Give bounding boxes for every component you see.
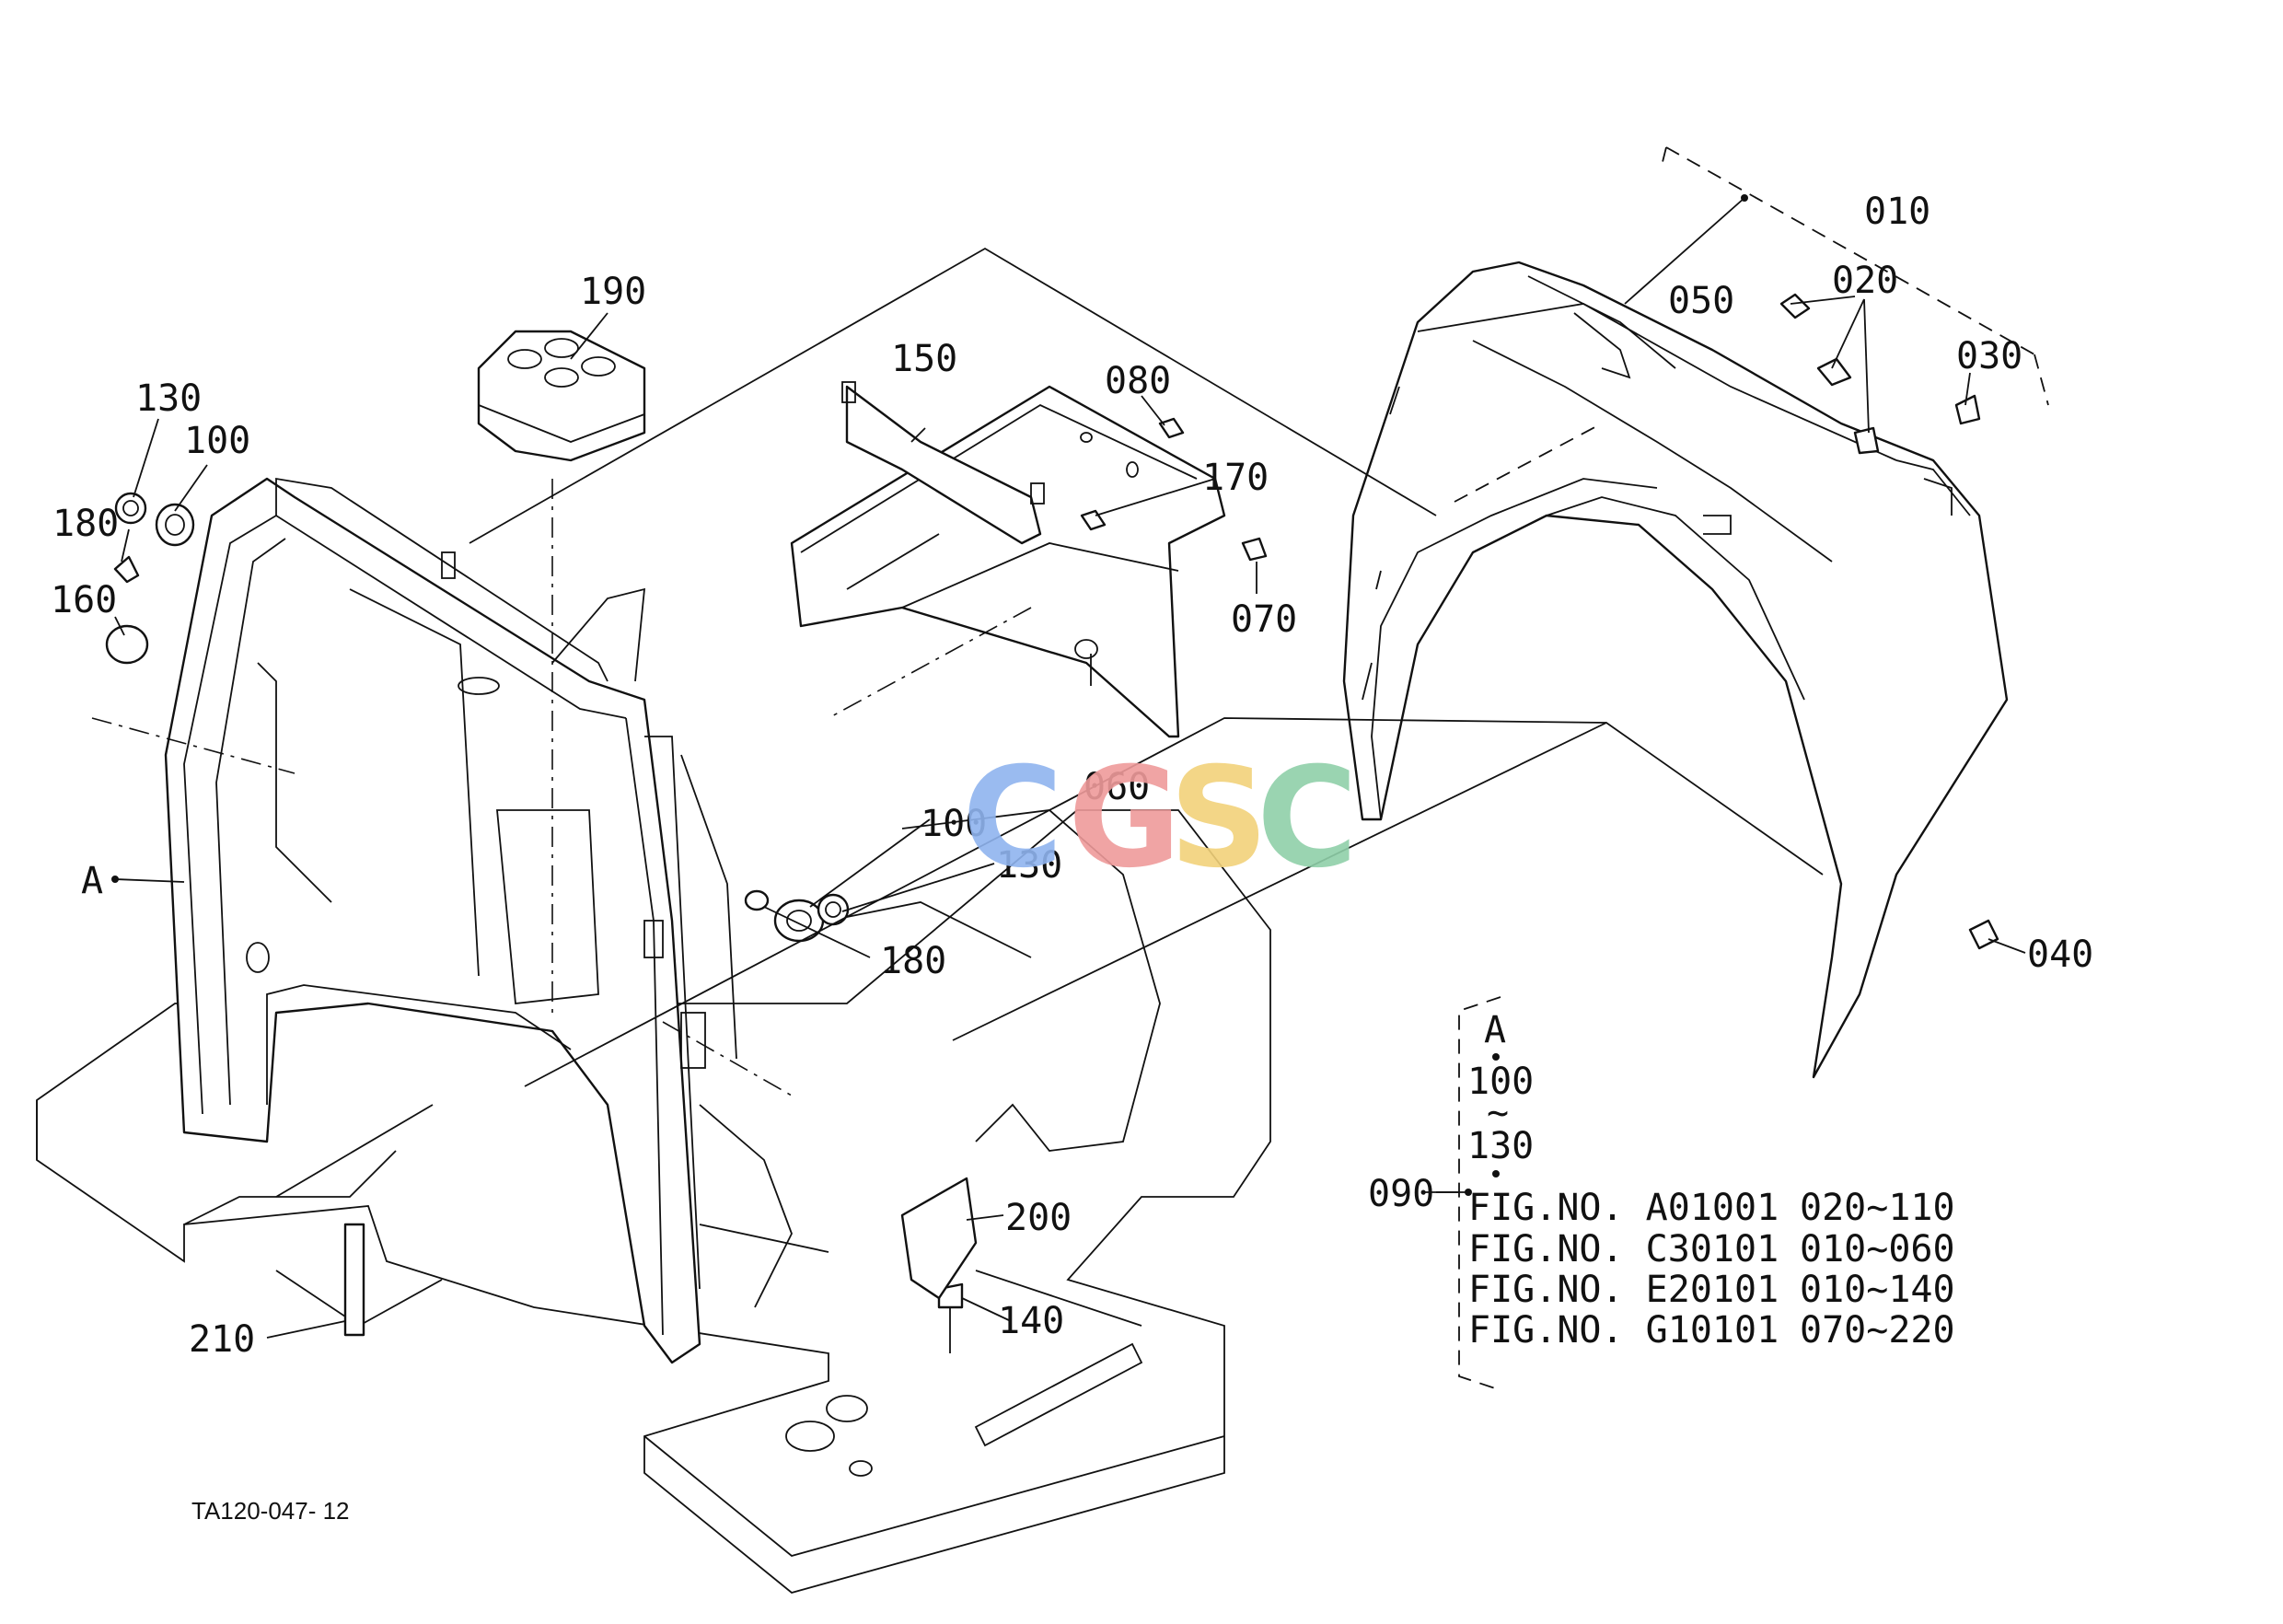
callout-020: 020 xyxy=(1832,260,1898,302)
legend-ref: A xyxy=(1484,1009,1506,1051)
callout-labels: 010 020 030 040 050 060 070 080 090 100 … xyxy=(51,191,2093,1361)
callout-140: 140 xyxy=(998,1300,1064,1342)
legend-range-4: 070~220 xyxy=(1800,1309,1955,1351)
callout-160: 160 xyxy=(51,579,117,621)
callout-190: 190 xyxy=(580,271,646,313)
watermark-letter-1: C xyxy=(962,738,1063,899)
legend-range-end: 130 xyxy=(1467,1125,1534,1167)
legend-fig-1: FIG.NO. A01001 xyxy=(1468,1187,1779,1229)
callout-050: 050 xyxy=(1668,280,1734,322)
small-parts xyxy=(105,293,1999,1353)
legend-range-3: 010~140 xyxy=(1800,1269,1955,1311)
legend-fig-4: FIG.NO. G10101 xyxy=(1468,1309,1779,1351)
callout-150: 150 xyxy=(891,338,957,380)
figure-reference-legend: A 100 ~ 130 FIG.NO. A01001 020~110 FIG.N… xyxy=(1436,996,1955,1391)
callout-130-upper: 130 xyxy=(135,377,202,420)
legend-range-2: 010~060 xyxy=(1800,1228,1955,1270)
left-fender-panel xyxy=(164,477,793,1364)
callout-180-lower: 180 xyxy=(880,940,946,982)
callout-100-upper: 100 xyxy=(184,420,250,462)
callout-180-upper: 180 xyxy=(52,503,119,545)
legend-range-start: 100 xyxy=(1467,1061,1534,1103)
watermark-letter-3: S xyxy=(1169,738,1269,899)
watermark-letter-4: C xyxy=(1257,738,1358,899)
callout-060: 060 xyxy=(1084,766,1150,808)
callout-010: 010 xyxy=(1864,191,1930,233)
callout-leaders xyxy=(111,194,2026,1339)
floor-frame xyxy=(36,809,1271,1594)
legend-fig-2: FIG.NO. C30101 xyxy=(1468,1228,1779,1270)
callout-070: 070 xyxy=(1231,598,1297,641)
legend-range-1: 020~110 xyxy=(1800,1187,1955,1229)
legend-fig-3: FIG.NO. E20101 xyxy=(1468,1269,1779,1311)
drawing-code: TA120-047- 12 xyxy=(191,1497,350,1525)
callout-130-lower: 130 xyxy=(996,844,1062,887)
watermark: C G S C xyxy=(962,738,1358,899)
callout-210: 210 xyxy=(189,1318,255,1361)
callout-200: 200 xyxy=(1005,1197,1072,1239)
callout-A: A xyxy=(81,860,103,902)
callout-090: 090 xyxy=(1368,1173,1434,1215)
callout-100-lower: 100 xyxy=(921,803,987,845)
watermark-letter-2: G xyxy=(1068,738,1181,899)
callout-040: 040 xyxy=(2027,934,2093,976)
callout-170: 170 xyxy=(1202,457,1269,499)
rubber-mount-190 xyxy=(477,330,646,462)
center-cover xyxy=(790,381,1226,738)
callout-030: 030 xyxy=(1956,335,2022,377)
right-fender xyxy=(1342,261,2009,1079)
callout-080: 080 xyxy=(1105,360,1171,402)
legend-range-sep: ~ xyxy=(1487,1092,1509,1134)
assembly-lines xyxy=(91,146,2049,1096)
